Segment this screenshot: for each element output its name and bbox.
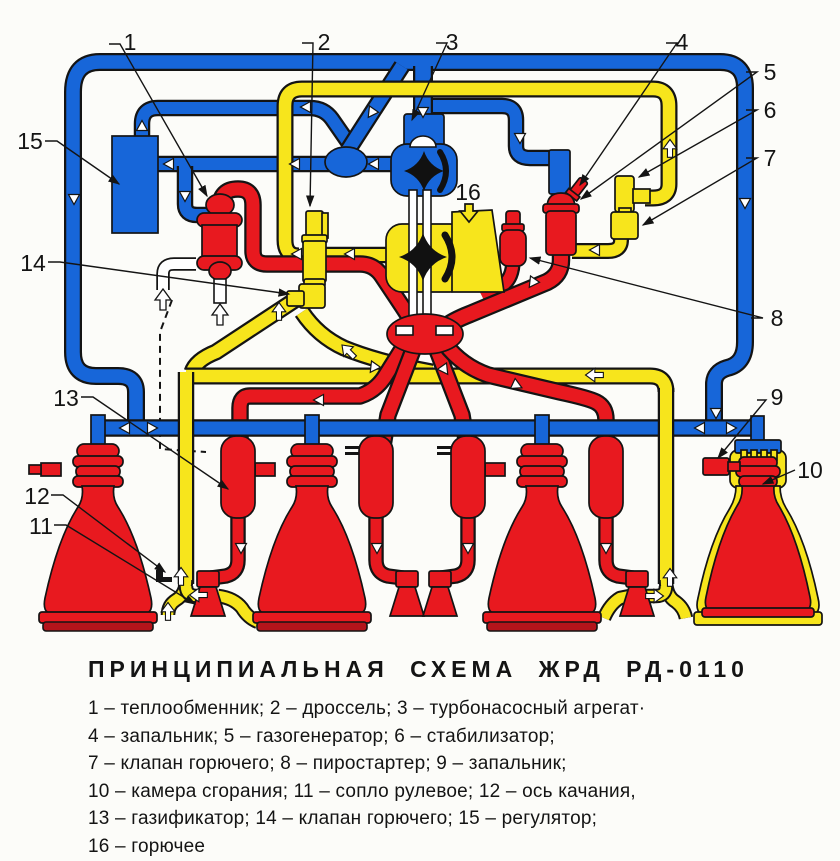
fuel-pipes-top — [276, 80, 678, 265]
engine-schematic: 1 2 3 4 5 6 7 8 9 10 11 12 13 14 15 16 — [17, 29, 823, 632]
throttle-2 — [301, 210, 329, 288]
callout-5: 5 — [764, 59, 777, 85]
callout-13: 13 — [53, 385, 79, 411]
callout-10: 10 — [797, 457, 823, 483]
callout-6: 6 — [764, 97, 777, 123]
igniter-9 — [702, 457, 741, 476]
callout-12: 12 — [24, 483, 50, 509]
gasifier — [450, 435, 486, 519]
main-chamber — [242, 443, 372, 632]
gasifier — [358, 435, 394, 519]
oxidizer-manifold — [90, 414, 765, 448]
callout-leaders — [45, 42, 796, 605]
pyro-starter-8 — [499, 210, 527, 267]
callout-4: 4 — [676, 29, 689, 55]
gimbal-axis-mark-12 — [156, 570, 172, 582]
callout-15: 15 — [17, 128, 43, 154]
fuel-feeders-bottom — [160, 372, 694, 629]
turbopump-3 — [385, 113, 505, 355]
gas-generator-oxidizer-inlet — [548, 149, 571, 195]
legend-line: 16 – горючее — [88, 835, 206, 857]
callout-16: 16 — [455, 179, 481, 205]
flow-arrows — [67, 100, 752, 621]
fuel-valve-14 — [286, 283, 326, 309]
callout-1: 1 — [124, 29, 137, 55]
heat-exchanger-1 — [196, 193, 243, 304]
fuel-valve-7 — [610, 207, 639, 240]
legend-line: 7 – клапан горючего; 8 – пиростартер; 9 … — [88, 753, 567, 774]
gasifier-13 — [220, 435, 256, 519]
callout-8: 8 — [771, 305, 784, 331]
callout-3: 3 — [446, 29, 459, 55]
turbine — [386, 313, 464, 355]
legend: 1 – теплообменник; 2 – дроссель; 3 – тур… — [88, 695, 788, 860]
caption-block: ПРИНЦИПИАЛЬНАЯ СХЕМА ЖРД РД-0110 1 – теп… — [88, 656, 788, 860]
gasifier — [588, 435, 624, 519]
callout-9: 9 — [771, 384, 784, 410]
callout-numbers: 1 2 3 4 5 6 7 8 9 10 11 12 13 14 15 16 — [17, 29, 823, 539]
combustion-chamber-10 — [693, 439, 823, 626]
main-chamber — [472, 443, 602, 632]
callout-2: 2 — [318, 29, 331, 55]
fuel-inlet-16-arrow — [458, 203, 480, 224]
legend-line: 13 – газификатор; 14 – клапан горючего; … — [88, 808, 598, 829]
diagram-title: ПРИНЦИПИАЛЬНАЯ СХЕМА ЖРД РД-0110 — [88, 656, 749, 682]
legend-line: 4 – запальник; 5 – газогенератор; 6 – ст… — [88, 725, 555, 747]
gasifier-outlets — [209, 512, 635, 586]
callout-7: 7 — [764, 145, 777, 171]
legend-line: 1 – теплообменник; 2 – дроссель; 3 – тур… — [88, 698, 646, 719]
callout-14: 14 — [20, 250, 46, 276]
break-marks — [345, 446, 451, 455]
regulator-15 — [111, 135, 159, 234]
callout-11: 11 — [29, 513, 53, 539]
legend-line: 10 – камера сгорания; 11 – сопло рулевое… — [88, 780, 636, 802]
drain-pipes — [156, 257, 196, 290]
stabilizer-6 — [614, 175, 651, 213]
